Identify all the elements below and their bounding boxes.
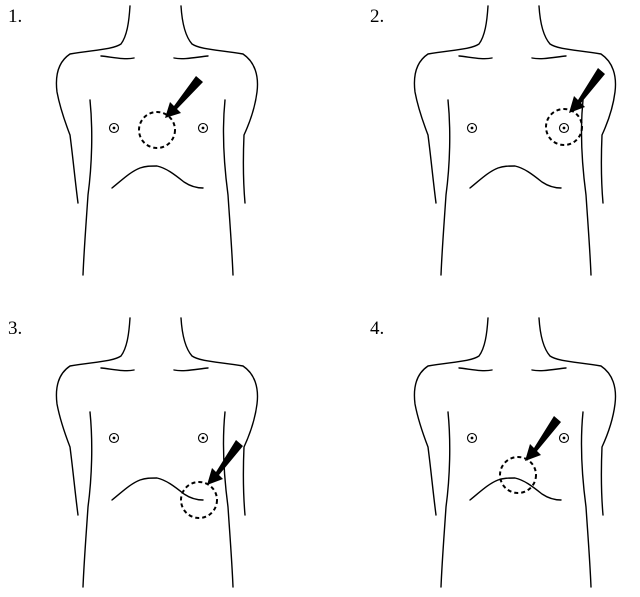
torso-outline: [55, 317, 259, 588]
arrow-icon: [165, 76, 203, 118]
panel-label: 4.: [370, 318, 384, 339]
panel-label: 3.: [8, 318, 22, 339]
arrow-icon: [207, 440, 243, 485]
panel-4: 4.: [370, 317, 617, 588]
right-nipple-icon: [197, 432, 209, 444]
right-nipple-icon: [197, 122, 209, 134]
location-marker-circle: [138, 111, 176, 149]
left-nipple-icon: [466, 432, 478, 444]
right-nipple-icon: [558, 122, 570, 134]
panel-label: 2.: [370, 6, 384, 27]
location-marker-circle: [180, 481, 218, 519]
panel-1: 1.: [8, 5, 259, 276]
panel-label: 1.: [8, 6, 22, 27]
panel-2: 2.: [370, 5, 617, 276]
location-marker-circle: [545, 108, 583, 146]
arrow-icon: [569, 68, 605, 113]
arrow-icon: [525, 416, 561, 461]
torso-outline: [413, 317, 617, 588]
left-nipple-icon: [108, 432, 120, 444]
location-marker-circle: [499, 456, 537, 494]
panel-3: 3.: [8, 317, 259, 588]
left-nipple-icon: [108, 122, 120, 134]
right-nipple-icon: [558, 432, 570, 444]
torso-outline: [413, 5, 617, 276]
left-nipple-icon: [466, 122, 478, 134]
torso-outline: [55, 5, 259, 276]
